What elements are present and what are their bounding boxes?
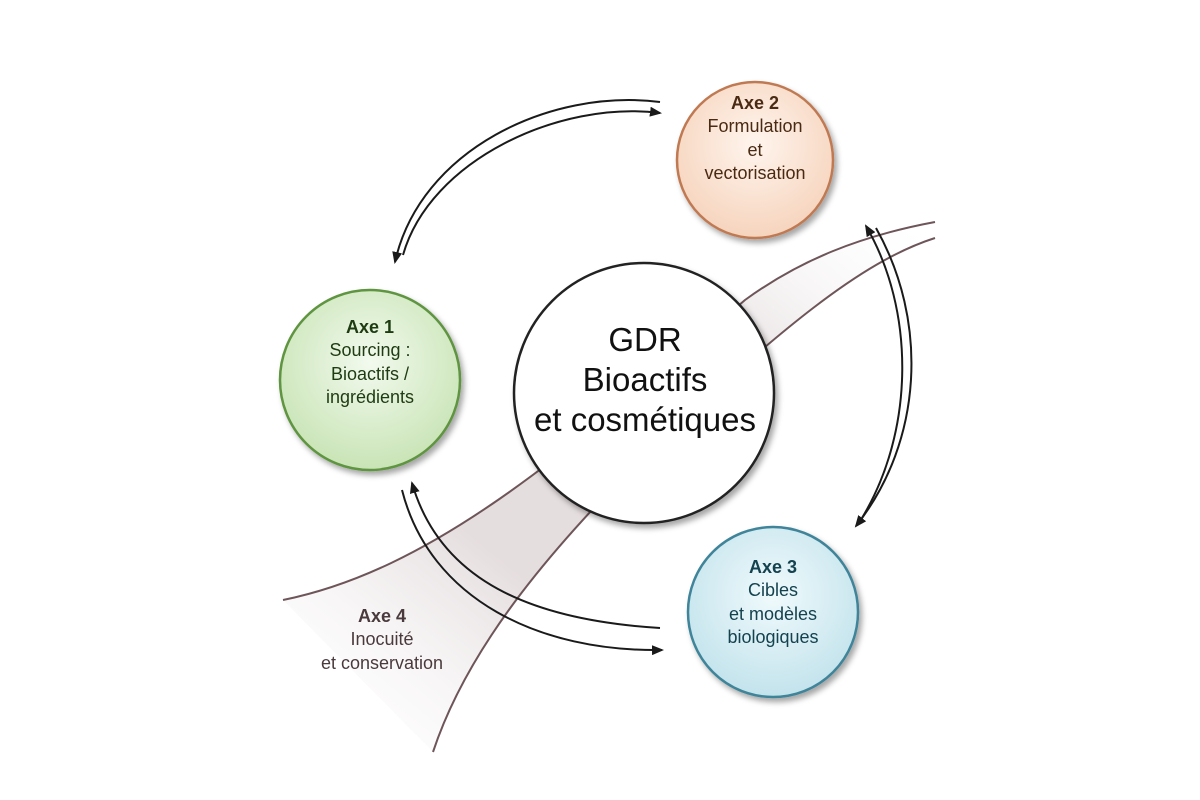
axe2-circle	[675, 80, 835, 240]
axe4-line-1: Inocuité	[350, 629, 414, 650]
axe3-line-3: biologiques	[727, 627, 819, 648]
axe2-line-2: et	[747, 139, 763, 160]
arrow-axe3-to-axe2	[861, 224, 904, 519]
axe3-title: Axe 3	[748, 557, 798, 577]
arrow-axe2-to-axe3	[854, 227, 913, 528]
axe1-line-3: ingrédients	[325, 387, 415, 408]
axe2-line-1: Formulation	[707, 116, 803, 137]
arrow-axe1-to-axe3	[401, 489, 664, 656]
axe3-label: Axe 3 Cibles et modèles biologiques	[688, 556, 858, 650]
axe3-circle	[686, 525, 860, 699]
arrow-axe1-to-axe2	[402, 106, 662, 256]
axe2-label: Axe 2 Formulation et vectorisation	[670, 92, 840, 186]
center-line-3: et cosmétiques	[534, 401, 756, 439]
axe1-label: Axe 1 Sourcing : Bioactifs / ingrédients	[285, 316, 455, 410]
axe2-title: Axe 2	[730, 93, 780, 113]
center-line-2: Bioactifs	[582, 360, 708, 398]
axe3-line-2: et modèles	[728, 603, 818, 624]
axe4-title: Axe 4	[357, 606, 407, 626]
axe4-line-2: et conservation	[320, 652, 444, 673]
axe1-line-2: Bioactifs /	[330, 363, 410, 384]
axe1-circle	[278, 288, 462, 472]
center-circle	[512, 261, 776, 525]
axe3-line-1: Cibles	[747, 580, 799, 601]
axe4-label: Axe 4 Inocuité et conservation	[282, 605, 482, 675]
arrow-axe3-to-axe1	[409, 481, 661, 629]
axe1-title: Axe 1	[345, 317, 395, 337]
axe1-line-1: Sourcing :	[329, 340, 411, 361]
center-line-1: GDR	[608, 320, 682, 358]
center-label: GDR Bioactifs et cosmétiques	[515, 300, 775, 460]
axe2-line-3: vectorisation	[704, 163, 806, 184]
arrow-axe2-to-axe1	[392, 99, 661, 264]
